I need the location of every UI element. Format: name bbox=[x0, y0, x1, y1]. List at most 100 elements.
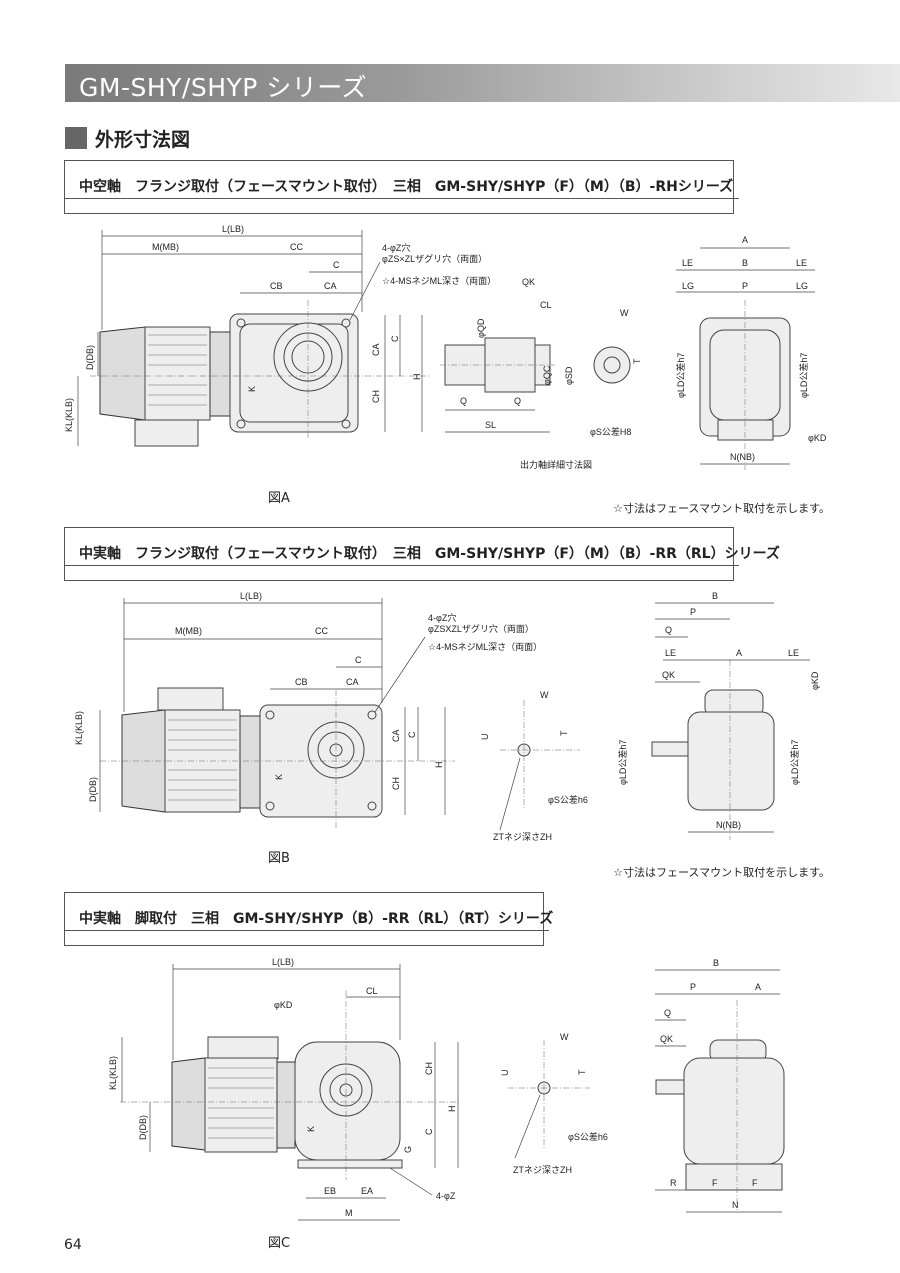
fig-a-note: ☆寸法はフェースマウント取付を示します。 bbox=[613, 502, 830, 515]
fig-a-dim-H: H bbox=[412, 374, 422, 381]
fig-c-dim-G: G bbox=[403, 1146, 413, 1153]
fig-a-dim-LE2: LE bbox=[796, 258, 807, 268]
fig-b-note: ☆寸法はフェースマウント取付を示します。 bbox=[613, 866, 830, 879]
fig-c-dim-EB: EB bbox=[324, 1186, 336, 1196]
fig-a-dim-W: W bbox=[620, 308, 629, 318]
fig-a-motor-endcap bbox=[99, 326, 146, 421]
fig-b-dim-P: P bbox=[690, 607, 696, 617]
fig-a-dim-C: C bbox=[333, 260, 340, 270]
fig-b-dim-KD: φKD bbox=[810, 671, 820, 690]
fig-a-dim-LG1: LG bbox=[682, 281, 694, 291]
fig-a-dim-CA-vert: CA bbox=[371, 343, 381, 356]
fig-b-dim-N: N(NB) bbox=[716, 820, 741, 830]
fig-b-dim-M: M(MB) bbox=[175, 626, 202, 636]
fig-c-motor-endcap bbox=[171, 1057, 206, 1151]
fig-b-dim-C-vert: C bbox=[407, 731, 417, 738]
fig-c-dim-F2: F bbox=[752, 1178, 758, 1188]
fig-b-dim-H: H bbox=[434, 762, 444, 769]
fig-a-dim-B: B bbox=[742, 258, 748, 268]
fig-c-drawing: L(LB) φKD CL KL(KLB) D(DB) K CH C H G EB… bbox=[108, 957, 785, 1221]
fig-c-dim-QK: QK bbox=[660, 1034, 673, 1044]
fig-c-motor-flange bbox=[276, 1061, 296, 1149]
fig-b-dim-T: T bbox=[559, 730, 569, 736]
fig-a-dim-C-vert: C bbox=[390, 335, 400, 342]
fig-a-callout-2: φZS×ZLザグリ穴（両面） bbox=[382, 253, 487, 264]
fig-a-dim-SD: φSD bbox=[564, 366, 574, 385]
fig-c-dim-CL: CL bbox=[366, 986, 378, 996]
fig-a-callout-1: 4-φZ穴 bbox=[382, 242, 410, 253]
fig-c-dim-ZT: ZTネジ深さZH bbox=[513, 1165, 572, 1175]
fig-b-side-shaft bbox=[651, 741, 689, 757]
fig-b-terminal-box bbox=[157, 687, 224, 711]
fig-a-motor-body bbox=[144, 326, 211, 421]
fig-a-dim-M: M(MB) bbox=[152, 242, 179, 252]
fig-a-dim-KD: φKD bbox=[808, 433, 827, 443]
fig-a-dim-QD: φQD bbox=[476, 318, 486, 338]
fig-a-dim-S: φS公差H8 bbox=[590, 426, 631, 437]
fig-b-dim-C: C bbox=[355, 655, 362, 665]
fig-a-dim-L: L(LB) bbox=[222, 224, 244, 234]
fig-c-dim-K: K bbox=[306, 1126, 316, 1132]
fig-c-dim-U: U bbox=[500, 1070, 510, 1077]
fig-c-side-shaft bbox=[655, 1079, 685, 1095]
fig-a-dim-LD1: φLD公差h7 bbox=[675, 353, 686, 398]
fig-c-dim-W: W bbox=[560, 1032, 569, 1042]
section-title: 外形寸法図 bbox=[95, 129, 191, 151]
fig-a-title: 中空軸 フランジ取付（フェースマウント取付） 三相 GM-SHY/SHYP（F）… bbox=[79, 179, 734, 195]
fig-b-title-box: 中実軸 フランジ取付（フェースマウント取付） 三相 GM-SHY/SHYP（F）… bbox=[64, 527, 780, 581]
fig-b-dim-ZT: ZTネジ深さZH bbox=[493, 832, 552, 842]
fig-b-dim-B: B bbox=[712, 591, 718, 601]
fig-a-dim-A: A bbox=[742, 235, 748, 245]
fig-a-dim-CL: CL bbox=[540, 300, 552, 310]
fig-a-sub-caption: 出力軸詳細寸法図 bbox=[520, 459, 592, 470]
fig-a-dim-T: T bbox=[632, 358, 642, 364]
fig-c-dim-D: D(DB) bbox=[138, 1115, 148, 1140]
fig-c-title-underline bbox=[65, 930, 549, 931]
fig-b-dim-W: W bbox=[540, 690, 549, 700]
fig-a-dim-D: D(DB) bbox=[85, 345, 95, 370]
fig-c-title-box: 中実軸 脚取付 三相 GM-SHY/SHYP（B）-RR（RL）（RT）シリーズ bbox=[64, 892, 553, 946]
fig-c-dim-B: B bbox=[713, 958, 719, 968]
fig-b-title: 中実軸 フランジ取付（フェースマウント取付） 三相 GM-SHY/SHYP（F）… bbox=[79, 546, 780, 562]
fig-b-callout-2: φZSXZLザグリ穴（両面） bbox=[428, 623, 534, 634]
fig-b-dim-CH: CH bbox=[391, 777, 401, 790]
fig-b-motor-flange bbox=[239, 715, 261, 809]
fig-a-dim-N: N(NB) bbox=[730, 452, 755, 462]
fig-a-dim-QC: φQC bbox=[542, 365, 552, 385]
fig-a-callout-3: ☆4-MSネジML深さ（両面） bbox=[382, 276, 496, 286]
fig-b-side-view bbox=[687, 711, 775, 811]
fig-c-dim-L: L(LB) bbox=[272, 957, 294, 967]
fig-a-dim-CB: CB bbox=[270, 281, 283, 291]
fig-b-dim-LE2: LE bbox=[788, 648, 799, 658]
fig-b-dim-LD2: φLD公差h7 bbox=[789, 740, 800, 785]
fig-c-dim-S: φS公差h6 bbox=[568, 1131, 608, 1142]
fig-b-dim-Q: Q bbox=[665, 625, 672, 635]
fig-c-terminal-box bbox=[207, 1036, 279, 1060]
fig-b-dim-KL: KL(KLB) bbox=[74, 711, 84, 745]
fig-a-dim-CH: CH bbox=[371, 390, 381, 403]
fig-a-dim-Q1: Q bbox=[460, 396, 467, 406]
fig-c-side-view bbox=[683, 1057, 785, 1165]
fig-b-dim-U: U bbox=[480, 734, 490, 741]
fig-c-dim-Z: 4-φZ bbox=[436, 1191, 456, 1201]
fig-c-dim-KL: KL(KLB) bbox=[108, 1056, 118, 1090]
series-header-bar: GM-SHY/SHYP シリーズ bbox=[65, 64, 900, 102]
fig-b-callout-3: ☆4-MSネジML深さ（両面） bbox=[428, 642, 542, 652]
fig-c-dim-CH: CH bbox=[424, 1062, 434, 1075]
series-title: GM-SHY/SHYP シリーズ bbox=[79, 73, 368, 102]
fig-c-dim-Q: Q bbox=[664, 1008, 671, 1018]
fig-b-dim-S: φS公差h6 bbox=[548, 794, 588, 805]
fig-b-drawing: L(LB) M(MB) CC C CB CA KL(KLB) D(DB) K C… bbox=[74, 591, 820, 842]
fig-b-dim-CB: CB bbox=[295, 677, 308, 687]
fig-a-dim-LD2: φLD公差h7 bbox=[798, 353, 809, 398]
fig-b-dim-QK: QK bbox=[662, 670, 675, 680]
fig-a-dim-QK: QK bbox=[522, 277, 535, 287]
fig-c-foot bbox=[297, 1159, 403, 1169]
fig-b-dim-LD1: φLD公差h7 bbox=[617, 740, 628, 785]
fig-a-dim-LG2: LG bbox=[796, 281, 808, 291]
fig-a-dim-SL: SL bbox=[485, 420, 496, 430]
fig-c-dim-N: N bbox=[732, 1200, 739, 1210]
fig-b-title-underline bbox=[65, 565, 739, 566]
fig-b-dim-LE1: LE bbox=[665, 648, 676, 658]
